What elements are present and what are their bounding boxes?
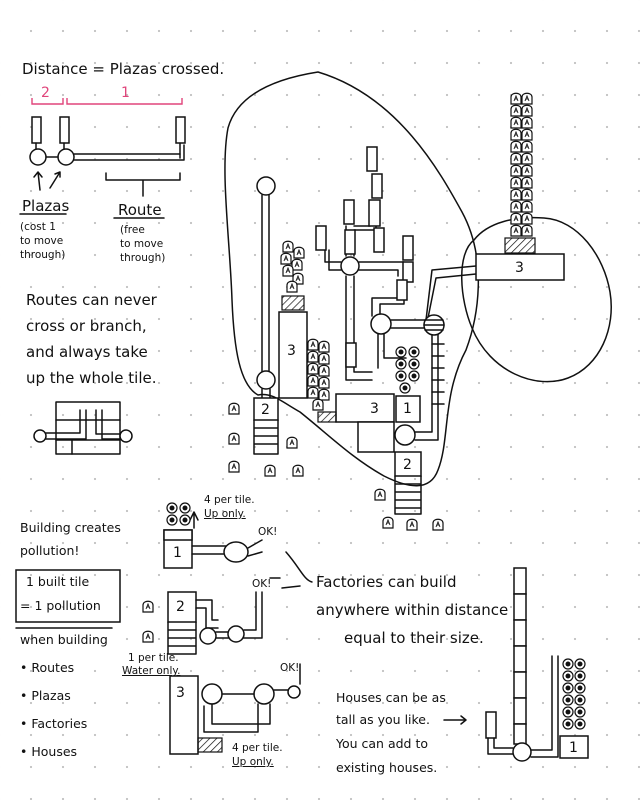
- example-factory-1: [163, 511, 263, 569]
- factory-rule-1: Factories can build: [316, 573, 457, 591]
- route-note-1: (free: [120, 224, 145, 236]
- factory-rule-3: equal to their size.: [344, 629, 484, 647]
- factory-size-ex-1: 1: [173, 545, 182, 561]
- when-building: when building: [20, 632, 108, 647]
- route-turn-example: [33, 401, 133, 455]
- factory-rule-2: anywhere within distance: [316, 601, 509, 619]
- route-title: Route: [118, 201, 162, 219]
- factory-size-1: 1: [403, 401, 412, 417]
- routes-rule-3: and always take: [26, 343, 148, 361]
- houses-rule-2: tall as you like.: [336, 712, 430, 727]
- plazas-note-3: through): [20, 249, 66, 261]
- example-factory-2: [167, 591, 263, 655]
- island-map: [461, 216, 612, 383]
- routes-rule-4: up the whole tile.: [26, 369, 157, 387]
- houses-rule-1: Houses can be as: [336, 690, 446, 705]
- factory-size-3-tall: 3: [287, 343, 296, 359]
- pollution-rule-2: = 1 pollution: [20, 598, 101, 613]
- pollution-item-routes: • Routes: [20, 660, 75, 675]
- factory-size-3-mid: 3: [370, 401, 379, 417]
- house-note-2: Up only.: [204, 508, 246, 520]
- distance-legend-diagram: [19, 98, 186, 219]
- plazas-note-1: (cost 1: [20, 221, 56, 233]
- houses-rule-4: existing houses.: [336, 760, 438, 775]
- houses-rule-3: You can add to: [336, 736, 428, 751]
- distance-heading: Distance = Plazas crossed.: [22, 60, 225, 78]
- factory-size-ex-3: 3: [176, 685, 185, 701]
- city-map: [224, 71, 480, 515]
- house-note-1: 4 per tile.: [204, 494, 255, 506]
- water-note-2: Water only.: [122, 665, 181, 677]
- water-note-1: 1 per tile.: [128, 652, 179, 664]
- routes-rule-2: cross or branch,: [26, 317, 147, 335]
- pollution-rule-1: 1 built tile: [26, 574, 90, 589]
- routes-rule-1: Routes can never: [26, 291, 157, 309]
- plazas-note-2: to move: [20, 235, 64, 247]
- route-note-3: through): [120, 252, 166, 264]
- pollution-item-houses: • Houses: [20, 744, 78, 759]
- example-factory-3: [169, 663, 301, 755]
- factory-size-tower-1: 1: [569, 740, 578, 756]
- pollution-title-2: pollution!: [20, 543, 80, 558]
- house-note-3: 4 per tile.: [232, 742, 283, 754]
- pollution-item-factories: • Factories: [20, 716, 88, 731]
- pollution-title-1: Building creates: [20, 520, 121, 535]
- factory-size-2-bottom: 2: [403, 457, 412, 473]
- ok-label-1: OK!: [258, 526, 278, 538]
- ok-label-3: OK!: [280, 662, 300, 674]
- distance-label-2: 2: [41, 85, 50, 101]
- factory-size-ex-2: 2: [176, 599, 185, 615]
- distance-label-1: 1: [121, 85, 130, 101]
- house-note-4: Up only.: [232, 756, 274, 768]
- tall-house-example: [485, 567, 589, 762]
- pollution-rule-box: [15, 569, 121, 623]
- island-house-tower: [510, 92, 533, 237]
- plazas-title: Plazas: [22, 197, 70, 215]
- route-note-2: to move: [120, 238, 164, 250]
- factory-size-island-3: 3: [515, 260, 524, 276]
- factory-size-2-left: 2: [261, 402, 270, 418]
- pollution-item-plazas: • Plazas: [20, 688, 71, 703]
- ok-label-2: OK!: [252, 578, 272, 590]
